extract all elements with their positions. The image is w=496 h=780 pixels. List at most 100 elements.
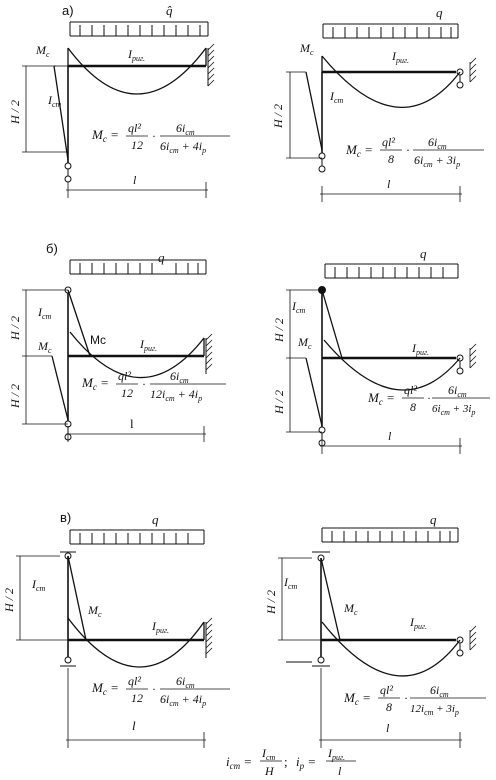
fixed-support [207, 43, 215, 87]
svg-text:H / 2: H / 2 [272, 390, 286, 415]
svg-text:Mc =: Mc = [91, 680, 119, 697]
panel-letter: б) [46, 241, 58, 256]
separator: ; [284, 754, 288, 769]
ground-roller [286, 661, 330, 667]
load-q-label: q [420, 246, 427, 261]
svg-text:Mc =: Mc = [367, 390, 395, 407]
span-dimension: l [66, 173, 208, 198]
svg-text:ql²: ql² [380, 683, 393, 697]
svg-text:H / 2: H / 2 [8, 384, 22, 409]
moment-curve [69, 331, 205, 379]
column-inertia-label: Icm [283, 575, 298, 591]
svg-text:l: l [132, 718, 136, 733]
top-roller [60, 551, 76, 560]
svg-text:Mc =: Mc = [343, 690, 371, 707]
load-q-label: q̂ [166, 3, 173, 18]
distributed-load [322, 23, 459, 39]
moment-curve [321, 55, 461, 108]
panel-v-left: в) q [2, 510, 230, 748]
ip-definition: ip = [296, 754, 316, 771]
svg-text:·: · [152, 129, 156, 143]
column-moment [321, 289, 343, 359]
pin-support [64, 162, 72, 183]
span-dimension: l [320, 177, 462, 202]
column-moment-lower [51, 355, 69, 421]
column-inertia-label: Icm [291, 299, 306, 315]
moment-curve [321, 621, 461, 677]
load-q-label: q [436, 5, 443, 20]
moment-formula: Mc = ql² 8 · 6icm 6icm + 3ip [367, 383, 490, 417]
load-q-label: q [158, 250, 165, 265]
footer-definitions: icm = Icm H ; ip = Iриг. l [226, 746, 356, 778]
height-dimension: H / 2 [2, 555, 68, 641]
svg-text:12icm + 4ip: 12icm + 4ip [150, 387, 202, 403]
beam-inertia-label: Iриг. [151, 619, 169, 635]
svg-text:6icm + 4ip: 6icm + 4ip [160, 692, 206, 708]
panel-a-right: q Mc Iриг. Icm [271, 5, 484, 202]
mc-extra-label: Mc [90, 333, 106, 347]
ip-numerator: Iриг. [327, 746, 345, 762]
svg-text:·: · [142, 377, 146, 391]
panel-a-left: а) q̂ Mc Iриг. [8, 3, 230, 198]
span-dimension: l [320, 429, 462, 454]
pin-support [317, 656, 325, 664]
svg-text:6icm: 6icm [448, 383, 467, 399]
svg-text:12: 12 [131, 138, 143, 152]
svg-text:6icm: 6icm [176, 121, 195, 137]
svg-text:ql²: ql² [382, 135, 395, 149]
span-dimension: l [66, 416, 206, 442]
beam-inertia-label: Iриг. [411, 341, 429, 357]
svg-text:8: 8 [410, 400, 416, 414]
ip-denominator: l [338, 764, 342, 778]
svg-text:H / 2: H / 2 [8, 100, 22, 125]
moment-curve [323, 339, 461, 391]
moment-formula: Mc = ql² 8 · 6icm 6icm + 3ip [345, 135, 484, 169]
svg-text:l: l [386, 721, 390, 735]
beam-inertia-label: Iриг. [127, 47, 145, 63]
moment-curve [67, 47, 207, 95]
moment-formula: Mc = ql² 12 · 6icm 6icm + 4ip [91, 121, 230, 155]
panel-b-left: б) q Icm Mc Mc Iриг [8, 241, 226, 442]
svg-text:·: · [404, 691, 408, 705]
load-q-label: q [430, 512, 437, 527]
svg-text:12: 12 [131, 691, 143, 705]
svg-text:ql²: ql² [128, 674, 141, 688]
svg-text:12: 12 [121, 386, 133, 400]
svg-text:H / 2: H / 2 [271, 104, 285, 129]
pin-support [456, 354, 464, 375]
svg-text:l: l [130, 416, 134, 431]
beam-inertia-label: Iриг. [139, 337, 157, 353]
wall-hatch [469, 625, 477, 651]
svg-text:Mc =: Mc = [91, 127, 119, 144]
panel-letter: в) [60, 510, 71, 525]
distributed-load [69, 21, 209, 37]
svg-text:6icm + 3ip: 6icm + 3ip [432, 403, 475, 417]
fixed-support [205, 617, 213, 658]
pin-support [456, 636, 464, 657]
mc-label: Mc [37, 339, 52, 355]
svg-text:6icm: 6icm [176, 674, 195, 690]
svg-text:6icm + 3ip: 6icm + 3ip [414, 153, 460, 169]
column-inertia-label: Icm [329, 89, 344, 105]
distributed-load [321, 527, 459, 543]
svg-text:H / 2: H / 2 [8, 316, 22, 341]
svg-text:·: · [427, 391, 431, 405]
moment-formula: Mc = ql² 12 · 6icm 12icm + 4ip [81, 369, 226, 403]
fixed-support [205, 333, 213, 374]
pin-support [64, 656, 72, 664]
mc-label: Mc [299, 41, 314, 57]
svg-text:6icm: 6icm [428, 135, 447, 151]
pin-support [456, 68, 464, 89]
panel-v-right: q Icm [264, 512, 486, 748]
span-dimension: l [66, 668, 206, 748]
beam-inertia-label: Iриг. [409, 615, 427, 631]
moment-curve [67, 617, 205, 668]
svg-text:l: l [133, 173, 137, 187]
moment-formula: Mc = ql² 8 · 6icm 12icm + 3ip [343, 683, 486, 717]
column-inertia-label: Icm [31, 577, 46, 593]
column-inertia-label: Icm [37, 305, 52, 321]
svg-text:l: l [387, 177, 391, 191]
mc-label: Mc [35, 43, 50, 59]
svg-text:H / 2: H / 2 [2, 588, 16, 613]
